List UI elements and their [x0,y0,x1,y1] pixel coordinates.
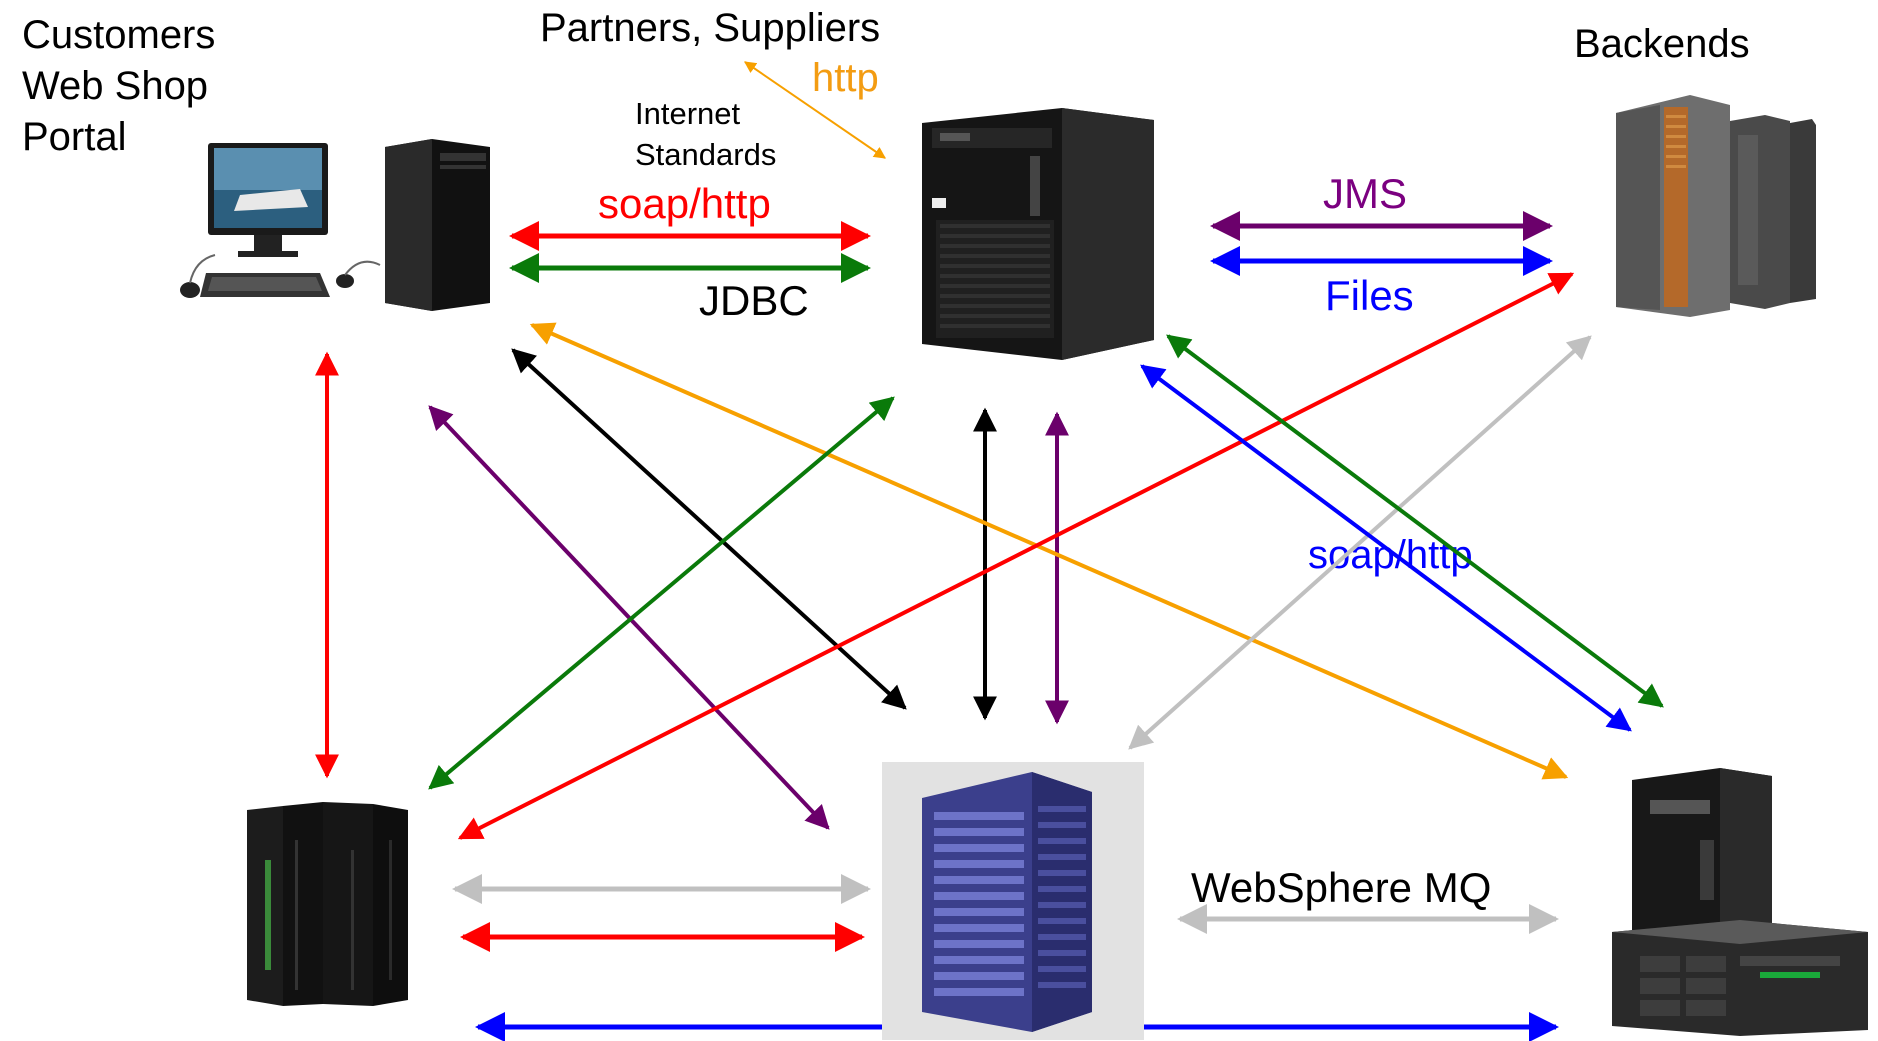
central-server-top-image [922,108,1154,360]
arrow-green-server-mainframe [428,396,895,790]
internet-standards-line-1: Internet [635,96,741,131]
backends-mainframe-image [1616,95,1816,317]
partners-label: Partners, Suppliers [540,6,881,50]
mainframe-left-image [247,802,408,1006]
customers-desktop-pc-image [180,139,490,311]
customers-label-line-3: Portal [22,115,127,159]
arrow-purple-customers-center [428,405,830,830]
right-servers-image [1612,768,1868,1036]
backends-label: Backends [1574,22,1750,66]
websphere-mq-label: WebSphere MQ [1191,864,1492,911]
arrow-http-partners [744,61,886,159]
customers-label-line-1: Customers [22,13,216,57]
customers-label-line-2: Web Shop [22,64,209,108]
soap-http-top-label: soap/http [598,180,771,227]
center-server-image [882,762,1144,1040]
arrow-orange-customers-rightserver [529,322,1569,780]
customers-label: Customers Web Shop Portal [22,10,215,163]
jms-label: JMS [1323,170,1407,217]
arrow-soap-http-server-rightserver [1140,364,1632,732]
